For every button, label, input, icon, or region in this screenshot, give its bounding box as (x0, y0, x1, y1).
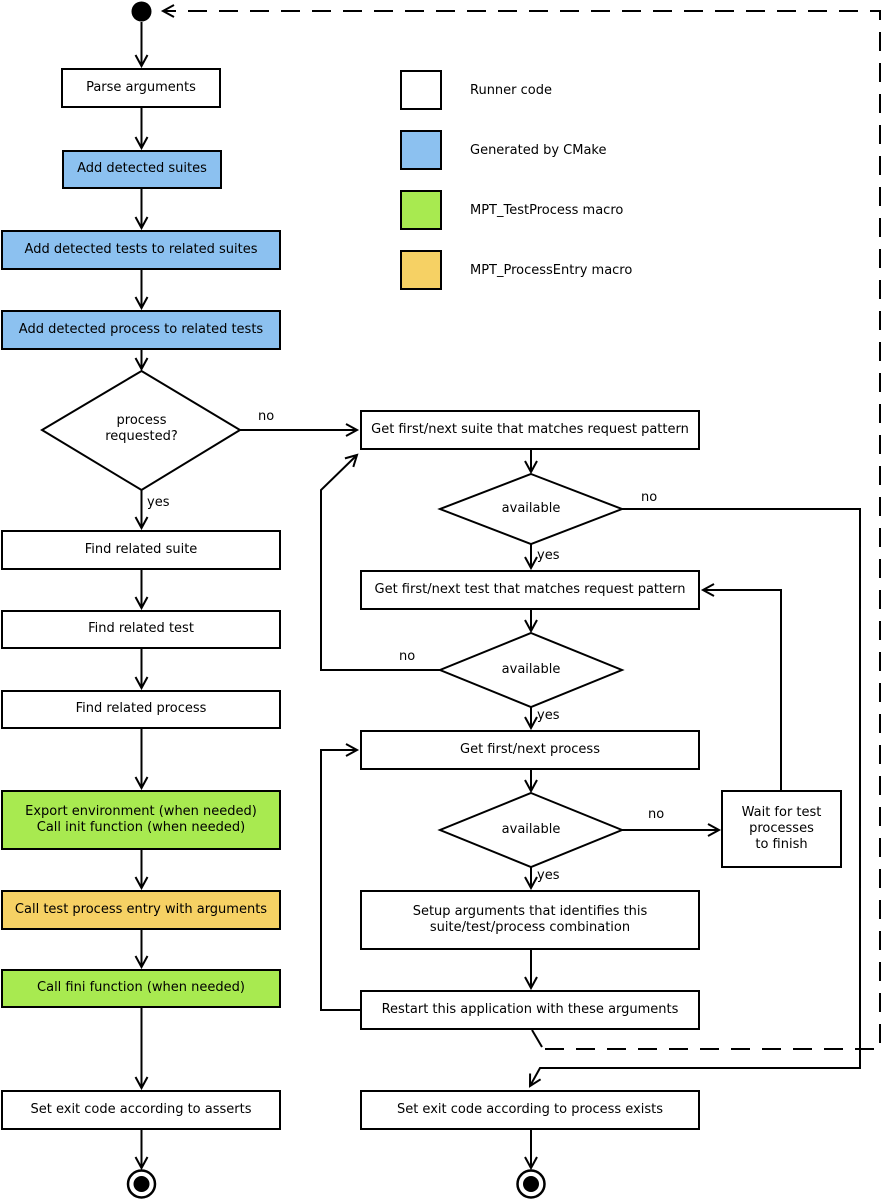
end-node-right-inner (523, 1176, 539, 1192)
edge-restart-stub (531, 1029, 543, 1048)
legend-item-generated-by-cmake: Generated by CMake (400, 130, 607, 170)
node-get-first-next-suite: Get first/next suite that matches reques… (360, 410, 700, 450)
diamond-label-process-available: available (501, 821, 561, 837)
edge-label-process-yes: yes (537, 868, 560, 883)
node-export-environment: Export environment (when needed) Call in… (1, 790, 281, 850)
legend-swatch-generated-by-cmake (400, 130, 442, 170)
node-call-fini-function: Call fini function (when needed) (1, 969, 281, 1008)
node-set-exit-code-process: Set exit code according to process exist… (360, 1090, 700, 1130)
edge-label-test-yes: yes (537, 708, 560, 723)
node-add-detected-tests: Add detected tests to related suites (1, 230, 281, 270)
edge-label-process-no: no (648, 807, 665, 822)
legend-label-generated-by-cmake: Generated by CMake (470, 142, 607, 158)
start-node (131, 1, 152, 22)
node-call-test-process-entry: Call test process entry with arguments (1, 890, 281, 930)
diamond-label-test-available: available (501, 661, 561, 677)
node-setup-arguments: Setup arguments that identifies this sui… (360, 890, 700, 950)
diamond-label-suite-available: available (501, 500, 561, 516)
node-find-related-process: Find related process (1, 690, 281, 729)
legend-swatch-mpt-processentry-macro (400, 250, 442, 290)
edge-restart-dashed-loop-to-start (160, 4, 881, 1050)
node-set-exit-code-asserts: Set exit code according to asserts (1, 1090, 281, 1130)
node-get-first-next-test: Get first/next test that matches request… (360, 570, 700, 610)
edge-label-requested-no: no (258, 409, 275, 424)
node-find-related-suite: Find related suite (1, 530, 281, 570)
edge-label-suite-yes: yes (537, 548, 560, 563)
edge-wait-loop-to-get-test (700, 583, 782, 790)
legend-item-mpt-processentry-macro: MPT_ProcessEntry macro (400, 250, 632, 290)
legend-swatch-mpt-testprocess-macro (400, 190, 442, 230)
edge-label-requested-yes: yes (147, 495, 170, 510)
node-parse-arguments: Parse arguments (61, 68, 221, 108)
legend-label-mpt-processentry-macro: MPT_ProcessEntry macro (470, 262, 633, 278)
legend-item-runner-code: Runner code (400, 70, 552, 110)
node-wait-for-test-processes: Wait for test processes to finish (721, 790, 842, 868)
node-add-detected-suites: Add detected suites (62, 150, 222, 189)
node-get-first-next-process: Get first/next process (360, 730, 700, 770)
node-add-detected-process: Add detected process to related tests (1, 310, 281, 350)
edge-label-test-no: no (399, 649, 416, 664)
edge-restart-loop-to-get-process (320, 743, 360, 1011)
legend-label-runner-code: Runner code (470, 82, 552, 98)
edge-label-suite-no: no (641, 490, 658, 505)
legend-item-mpt-testprocess-macro: MPT_TestProcess macro (400, 190, 623, 230)
edge-suite-no-to-exit-process (528, 508, 861, 1088)
end-node-left-inner (133, 1176, 150, 1192)
legend-swatch-runner-code (400, 70, 442, 110)
diamond-label-process-requested: process requested? (105, 412, 178, 444)
legend-label-mpt-testprocess-macro: MPT_TestProcess macro (470, 202, 624, 218)
edge-test-no-loop-to-get-suite (320, 453, 440, 671)
node-find-related-test: Find related test (1, 610, 281, 649)
node-restart-application: Restart this application with these argu… (360, 990, 700, 1030)
